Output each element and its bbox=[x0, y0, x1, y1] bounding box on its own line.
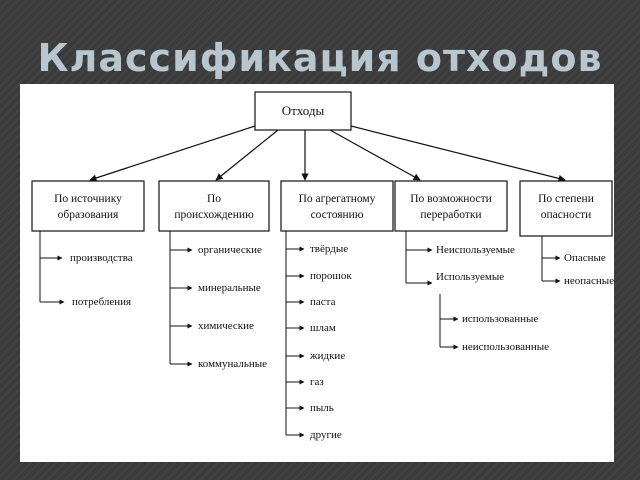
leaf-solid: твёрдые bbox=[310, 243, 348, 255]
category-origin-label-2: происхождению bbox=[174, 209, 254, 221]
category-state-label-2: состоянию bbox=[311, 209, 364, 221]
category-state-label-1: По агрегатному bbox=[299, 193, 376, 205]
leaf-hazardous: Опасные bbox=[564, 252, 606, 264]
slide-title: Классификация отходов bbox=[37, 36, 603, 80]
category-source: По источнику образования bbox=[31, 180, 145, 232]
leaf-liquid: жидкие bbox=[309, 350, 345, 362]
category-origin: По происхождению bbox=[158, 180, 270, 232]
category-danger-label-2: опасности bbox=[541, 209, 592, 221]
leaf-used: Используемые bbox=[436, 271, 504, 283]
root-arrows bbox=[89, 125, 566, 182]
leaf-other: другие bbox=[310, 429, 342, 441]
leaf-communal: коммунальные bbox=[198, 358, 267, 370]
leaf-sludge: шлам bbox=[310, 322, 336, 334]
leaf-production: производства bbox=[70, 252, 133, 264]
leaf-mineral: минеральные bbox=[198, 282, 261, 294]
category-origin-label-1: По bbox=[207, 193, 221, 205]
category-recycling-label-1: По возможности bbox=[410, 193, 492, 205]
leaf-non-hazardous: неопасные bbox=[564, 275, 614, 287]
category-recycling: По возможности переработки bbox=[394, 180, 508, 232]
leaf-gas: газ bbox=[310, 376, 324, 388]
root-label: Отходы bbox=[282, 103, 325, 118]
leaf-organic: органические bbox=[198, 244, 262, 256]
branch-origin-lines bbox=[169, 231, 193, 367]
category-danger-label-1: По степени bbox=[538, 193, 594, 205]
leaf-consumption: потребления bbox=[72, 296, 131, 308]
category-recycling-label-2: переработки bbox=[420, 209, 481, 221]
category-source-label-1: По источнику bbox=[54, 193, 122, 205]
leaf-utilized: использованные bbox=[462, 313, 538, 325]
branch-recycling-lines bbox=[405, 231, 459, 350]
leaf-powder: порошок bbox=[310, 270, 352, 282]
branch-state-lines bbox=[285, 231, 305, 438]
category-state: По агрегатному состоянию bbox=[280, 180, 394, 232]
leaf-chemical: химические bbox=[198, 320, 254, 332]
diagram-panel: Отходы По источнику образования По проис… bbox=[20, 84, 614, 462]
category-source-label-2: образования bbox=[58, 209, 119, 221]
leaf-paste: паста bbox=[310, 296, 336, 308]
classification-diagram: Отходы По источнику образования По проис… bbox=[31, 91, 614, 441]
leaf-not-utilized: неиспользованные bbox=[462, 341, 549, 353]
branch-danger-lines bbox=[541, 236, 561, 284]
leaf-unused: Неиспользуемые bbox=[436, 244, 515, 256]
category-danger: По степени опасности bbox=[519, 180, 613, 237]
root-box bbox=[254, 91, 352, 131]
leaf-dust: пыль bbox=[310, 402, 334, 414]
branch-source-lines bbox=[39, 231, 65, 305]
